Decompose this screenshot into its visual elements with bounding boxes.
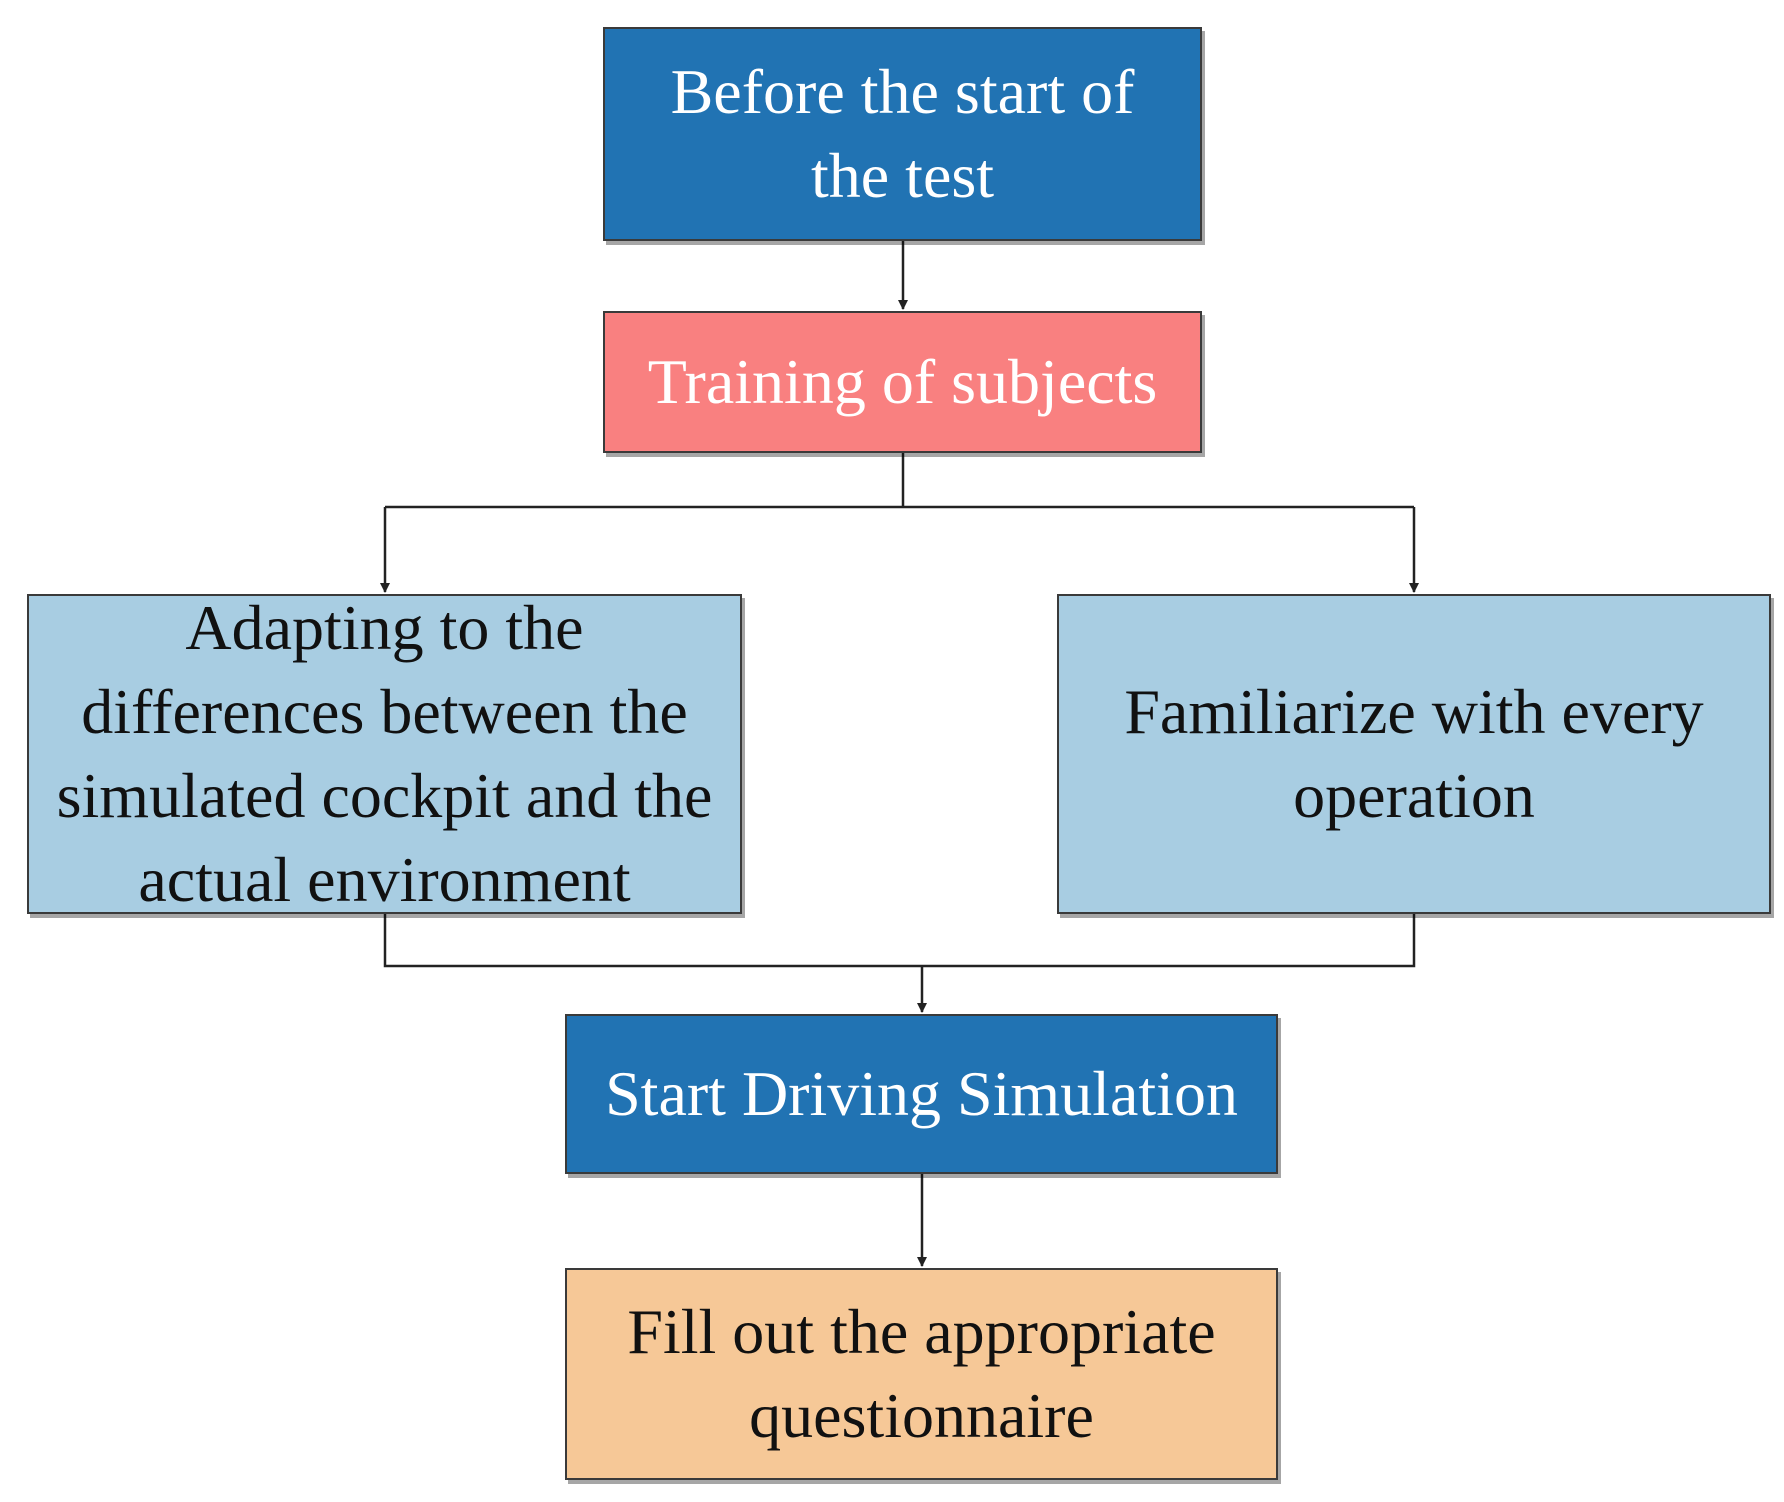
step-before-start: Before the start of the test — [603, 27, 1202, 241]
step-training-label: Training of subjects — [647, 346, 1158, 417]
step-fill-out-label: Fill out the appropriate questionnaire — [627, 1296, 1216, 1451]
step-fill-out: Fill out the appropriate questionnaire — [565, 1268, 1278, 1480]
connector-merge — [383, 914, 1416, 968]
connector-training-split — [385, 453, 1414, 509]
step-familiarize-label: Familiarize with every operation — [1124, 676, 1704, 831]
step-start-driving: Start Driving Simulation — [565, 1014, 1278, 1174]
step-familiarize: Familiarize with every operation — [1057, 594, 1771, 914]
step-adapting-label: Adapting to the differences between the … — [56, 592, 713, 915]
step-adapting: Adapting to the differences between the … — [27, 592, 742, 915]
step-training: Training of subjects — [603, 311, 1202, 453]
step-before-start-label: Before the start of the test — [670, 56, 1135, 211]
step-start-driving-label: Start Driving Simulation — [605, 1058, 1238, 1129]
